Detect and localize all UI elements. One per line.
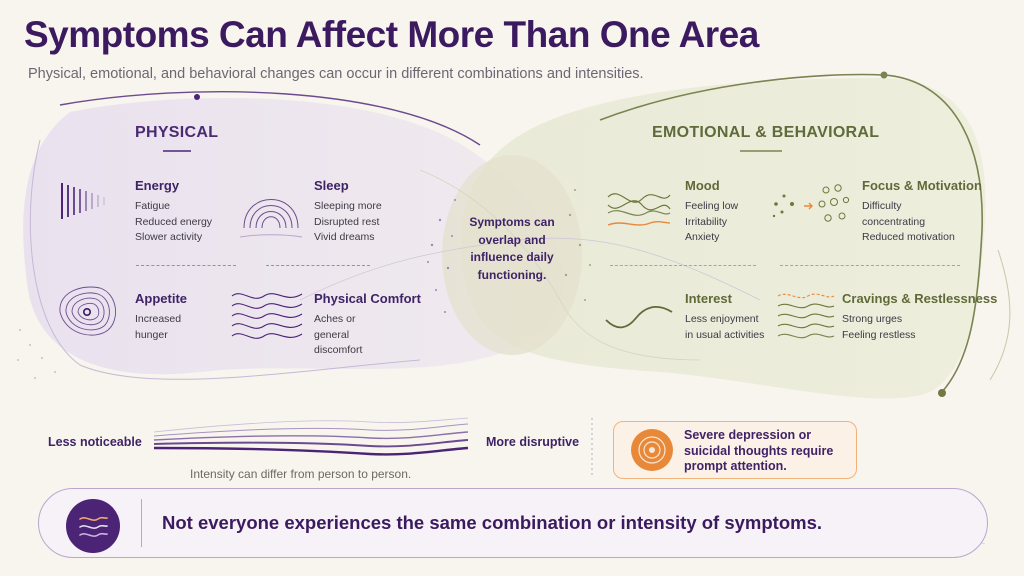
interest-lines: Less enjoyment in usual activities [685, 313, 765, 341]
interwoven-waves-icon [607, 193, 671, 226]
intensity-waves-icon [153, 417, 469, 456]
target-rings-icon [631, 429, 673, 471]
page-subtitle: Physical, emotional, and behavioral chan… [28, 66, 644, 82]
physical-separator-left [136, 265, 236, 266]
physical-title: PHYSICAL [135, 124, 219, 141]
focus-motivation-lines: Difficulty concentrating Reduced motivat… [862, 200, 955, 243]
intensity-high-label: More disruptive [486, 435, 580, 449]
focus-motivation-title: Focus & Motivation [862, 178, 982, 193]
appetite-title: Appetite [135, 291, 187, 306]
overlap-text: Symptoms can overlap and influence daily… [469, 215, 555, 282]
emotional-title: EMOTIONAL & BEHAVIORAL [652, 124, 880, 141]
banner-text: Not everyone experiences the same combin… [162, 512, 823, 533]
bottom-banner [38, 488, 988, 558]
physical-separator-right [266, 265, 370, 266]
arches-icon [239, 199, 303, 238]
single-wave-icon [605, 305, 673, 329]
bars-fading-icon [61, 183, 105, 219]
energy-lines: Fatigue Reduced energy Slower activity [135, 200, 213, 243]
intensity-caption: Intensity can differ from person to pers… [190, 467, 412, 481]
sleep-title: Sleep [314, 178, 349, 193]
cravings-lines: Strong urges Feeling restless [842, 313, 916, 341]
energy-title: Energy [135, 178, 180, 193]
wavy-lines-icon [231, 293, 303, 339]
mood-lines: Feeling low Irritability Anxiety [685, 200, 739, 243]
banner-badge [66, 499, 120, 553]
alert-text: Severe depression or suicidal thoughts r… [684, 428, 834, 473]
page-title: Symptoms Can Affect More Than One Area [24, 14, 759, 55]
emotional-separator-left [610, 265, 756, 266]
interest-title: Interest [685, 291, 732, 306]
contour-rings-icon [59, 286, 116, 336]
appetite-lines: Increased hunger [135, 313, 182, 341]
physical-comfort-title: Physical Comfort [314, 291, 421, 306]
physical-comfort-lines: Aches or general discomfort [314, 313, 363, 356]
banner-divider [141, 499, 142, 547]
restless-waves-icon [777, 293, 835, 339]
intensity-low-label: Less noticeable [48, 435, 142, 449]
scattered-dots-arrow-icon [772, 184, 850, 222]
emotional-separator-right [780, 265, 960, 266]
mood-title: Mood [685, 178, 720, 193]
overlap-region [442, 155, 582, 355]
cravings-title: Cravings & Restlessness [842, 291, 998, 306]
sleep-lines: Sleeping more Disrupted rest Vivid dream… [314, 200, 382, 243]
waves-badge-icon [79, 516, 108, 537]
emotional-region [460, 78, 986, 399]
